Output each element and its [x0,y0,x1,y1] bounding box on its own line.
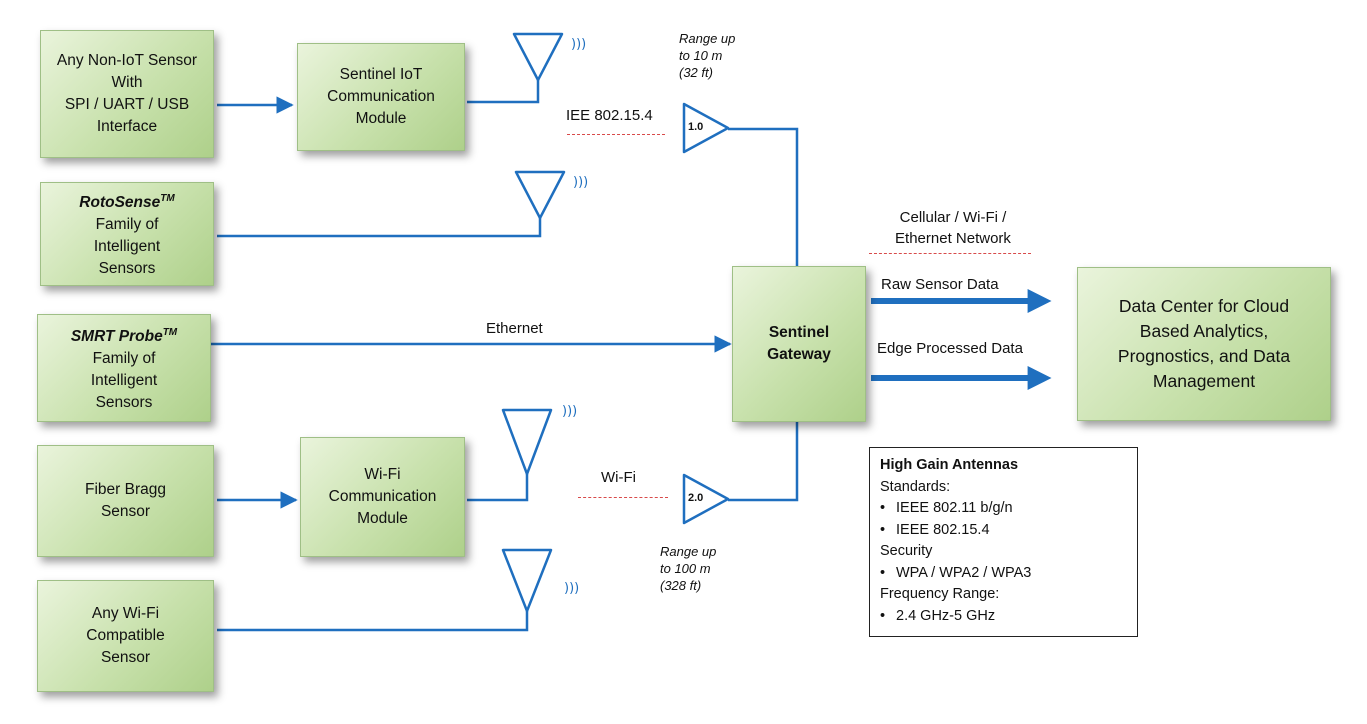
amplifier-2-label: 2.0 [688,492,704,504]
non-iot-line-3: SPI / UART / USB [64,96,190,113]
datacenter-line-3: Prognostics, and Data [1117,346,1291,366]
range-top-line-3: (32 ft) [679,65,713,80]
range-top-line-1: Range up [679,31,736,46]
range-top-label: Range up to 10 m (32 ft) [679,30,735,81]
rotosense-box: RotoSenseTM Family of Intelligent Sensor… [40,182,214,286]
legend-standards-label: Standards: [880,478,951,495]
amplifier-1-icon [682,102,730,154]
wifi-module-line-3: Module [357,510,408,527]
smrt-probe-line-1: Family of [92,350,156,368]
antenna-4-icon [501,548,553,613]
antenna-legend: High Gain Antennas Standards: IEEE 802.1… [869,447,1138,637]
non-iot-line-1: Any Non-IoT Sensor [56,52,198,69]
legend-standard-1: IEEE 802.11 b/g/n [880,498,1127,520]
smrt-probe-name: SMRT Probe [70,328,163,346]
fiber-bragg-line-2: Sensor [100,503,151,520]
legend-frequency-label: Frequency Range: [880,586,1000,602]
legend-security-label: Security [880,543,933,559]
network-underline [869,253,1031,254]
range-top-line-2: to 10 m [679,48,723,63]
wire-wifisensor-antenna4 [217,611,529,632]
ieee-underline [567,134,665,135]
raw-data-label: Raw Sensor Data [881,276,999,293]
ethernet-label: Ethernet [486,320,543,337]
rotosense-line-3: Sensors [98,260,156,278]
range-bottom-line-2: to 100 m [660,561,711,576]
legend-frequency-1: 2.4 GHz-5 GHz [880,606,1127,628]
range-bottom-line-3: (328 ft) [660,578,702,593]
sentinel-gateway-box: Sentinel Gateway [732,266,866,422]
range-bottom-label: Range up to 100 m (328 ft) [660,543,716,594]
rotosense-name: RotoSense [79,194,161,212]
fiber-bragg-box: Fiber Bragg Sensor [37,445,214,557]
wifi-label: Wi-Fi [601,469,636,486]
legend-standard-2: IEEE 802.15.4 [880,520,1127,542]
antenna-3-icon [501,408,553,476]
smrt-probe-box: SMRT ProbeTM Family of Intelligent Senso… [37,314,211,422]
smrt-probe-line-2: Intelligent [90,372,158,390]
ieee-label: IEE 802.15.4 [566,107,653,124]
wire-module-antenna1 [467,80,540,104]
range-bottom-line-1: Range up [660,544,717,559]
wire-amp1-gateway [728,127,799,266]
wire-rotosense-antenna2 [217,218,542,238]
amplifier-1-label: 1.0 [688,121,704,133]
network-label: Cellular / Wi-Fi / Ethernet Network [874,207,1032,249]
wifi-sensor-line-1: Any Wi-Fi [91,605,160,622]
wifi-sensor-line-3: Sensor [100,649,151,666]
wire-amp2-gateway [728,422,799,502]
rotosense-line-2: Intelligent [93,238,161,256]
antenna-2-icon [514,170,566,220]
wifi-module-line-2: Communication [328,488,437,505]
signal-waves-2: ))) [573,175,588,190]
rotosense-line-1: Family of [95,216,159,234]
wifi-sensor-box: Any Wi-Fi Compatible Sensor [37,580,214,692]
non-iot-line-4: Interface [96,118,158,135]
rotosense-tm: TM [160,192,175,204]
sentinel-iot-module-box: Sentinel IoT Communication Module [297,43,465,151]
iot-module-line-1: Sentinel IoT [339,66,423,83]
gateway-line-1: Sentinel [768,324,830,341]
datacenter-line-4: Management [1152,371,1256,391]
smrt-probe-line-3: Sensors [95,394,153,412]
signal-waves-1: ))) [571,37,586,52]
signal-waves-3: ))) [562,404,577,419]
smrt-probe-tm: TM [162,326,178,338]
gateway-line-2: Gateway [767,346,831,363]
non-iot-line-2: With [111,74,143,91]
network-line-2: Ethernet Network [895,230,1011,247]
data-center-box: Data Center for Cloud Based Analytics, P… [1077,267,1331,421]
wifi-module-line-1: Wi-Fi [364,466,401,483]
legend-security-1: WPA / WPA2 / WPA3 [880,563,1127,585]
datacenter-line-2: Based Analytics, [1139,321,1269,341]
amplifier-2-icon [682,473,730,525]
datacenter-line-1: Data Center for Cloud [1118,296,1290,316]
fiber-bragg-line-1: Fiber Bragg [85,481,166,498]
wifi-module-box: Wi-Fi Communication Module [300,437,465,557]
antenna-1-icon [512,32,564,82]
iot-module-line-3: Module [355,110,407,127]
non-iot-sensor-box: Any Non-IoT Sensor With SPI / UART / USB… [40,30,214,158]
network-line-1: Cellular / Wi-Fi / [899,209,1007,226]
legend-title: High Gain Antennas [880,457,1019,473]
wifi-sensor-line-2: Compatible [86,627,165,644]
edge-data-label: Edge Processed Data [877,340,1023,357]
iot-module-line-2: Communication [327,88,435,105]
signal-waves-4: ))) [564,581,579,596]
wire-wifi-module-antenna3 [467,474,529,502]
wifi-underline [578,497,668,498]
